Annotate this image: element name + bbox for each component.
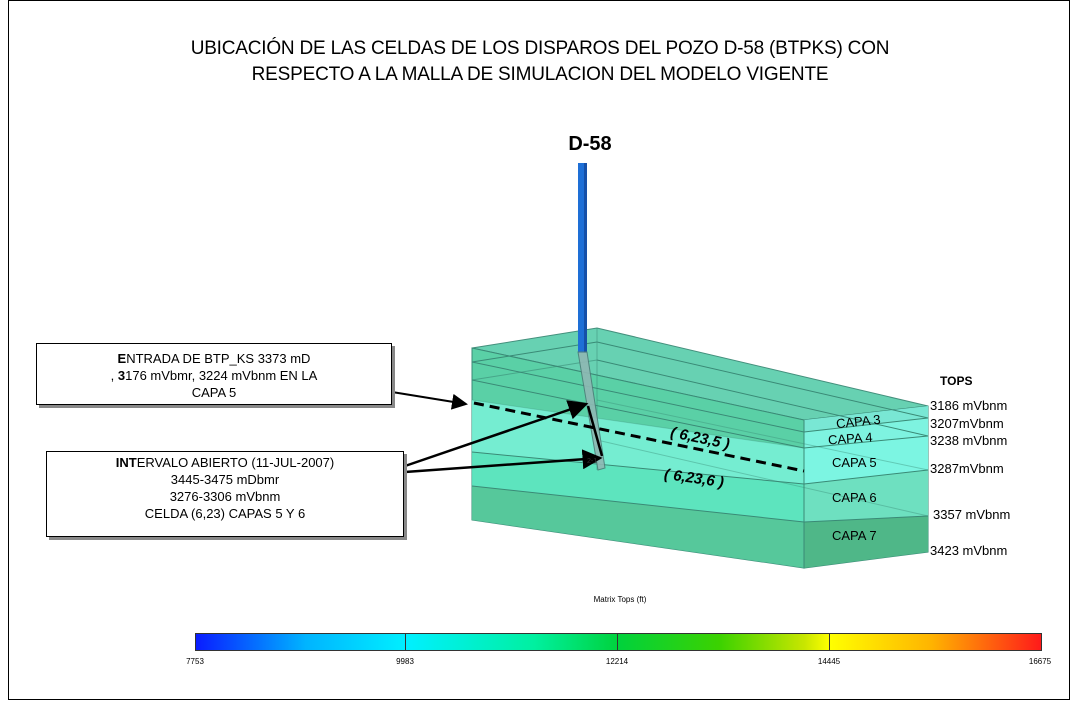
colorbar-label-2: 9983 — [396, 657, 414, 666]
top-capa-7: 3357 mVbnm — [933, 507, 1011, 522]
layer-label-capa-5: CAPA 5 — [832, 455, 877, 470]
side-layer-7 — [804, 516, 928, 568]
top-capa-5: 3238 mVbnm — [930, 433, 1008, 448]
side-layer-4 — [804, 418, 928, 448]
layer-label-capa-6: CAPA 6 — [832, 490, 877, 505]
tops-header: TOPS — [940, 374, 973, 388]
layer-label-capa-4: CAPA 4 — [827, 429, 874, 448]
layer-label-capa-7: CAPA 7 — [832, 528, 877, 543]
top-capa-6: 3287mVbnm — [930, 461, 1004, 476]
top-base: 3423 mVbnm — [930, 543, 1008, 558]
side-layer-3 — [804, 406, 928, 432]
well-name-label: D-58 — [568, 133, 612, 155]
colorbar-tick — [617, 633, 618, 651]
interval-bracket — [586, 405, 604, 457]
colorbar-label-max: 16675 — [1028, 657, 1052, 666]
btp-ks-entry-dashed-line — [473, 401, 805, 473]
side-layer-6 — [804, 470, 928, 522]
layer-7-band — [472, 486, 804, 568]
interval-arrow-lower — [404, 449, 603, 474]
colorbar-label-min: 7753 — [186, 657, 204, 666]
entry-arrow — [391, 391, 468, 410]
title-line-1: UBICACIÓN DE LAS CELDAS DE LOS DISPAROS … — [190, 38, 890, 59]
colorbar — [195, 633, 1042, 651]
layer-6-band — [472, 452, 804, 522]
top-capa-3: 3186 mVbnm — [930, 398, 1008, 413]
colorbar-tick — [405, 633, 406, 651]
side-layer-5 — [804, 436, 928, 484]
colorbar-tick — [829, 633, 830, 651]
well-path-upper-shade — [584, 163, 587, 353]
interval-arrow-upper — [404, 400, 589, 468]
entry-callout-box: ENTRADA DE BTP_KS 3373 mD , 3176 mVbmr, … — [36, 343, 392, 405]
colorbar-title: Matrix Tops (ft) — [593, 595, 647, 604]
colorbar-label-4: 14445 — [817, 657, 841, 666]
title-line-2: RESPECTO A LA MALLA DE SIMULACION DEL MO… — [251, 64, 829, 85]
top-capa-4: 3207mVbnm — [930, 416, 1004, 431]
cell-marker: 2-1 — [587, 458, 598, 465]
interval-callout-box: INTERVALO ABIERTO (11-JUL-2007) 3445-347… — [46, 451, 404, 537]
well-path-upper — [578, 163, 587, 353]
colorbar-label-3: 12214 — [605, 657, 629, 666]
